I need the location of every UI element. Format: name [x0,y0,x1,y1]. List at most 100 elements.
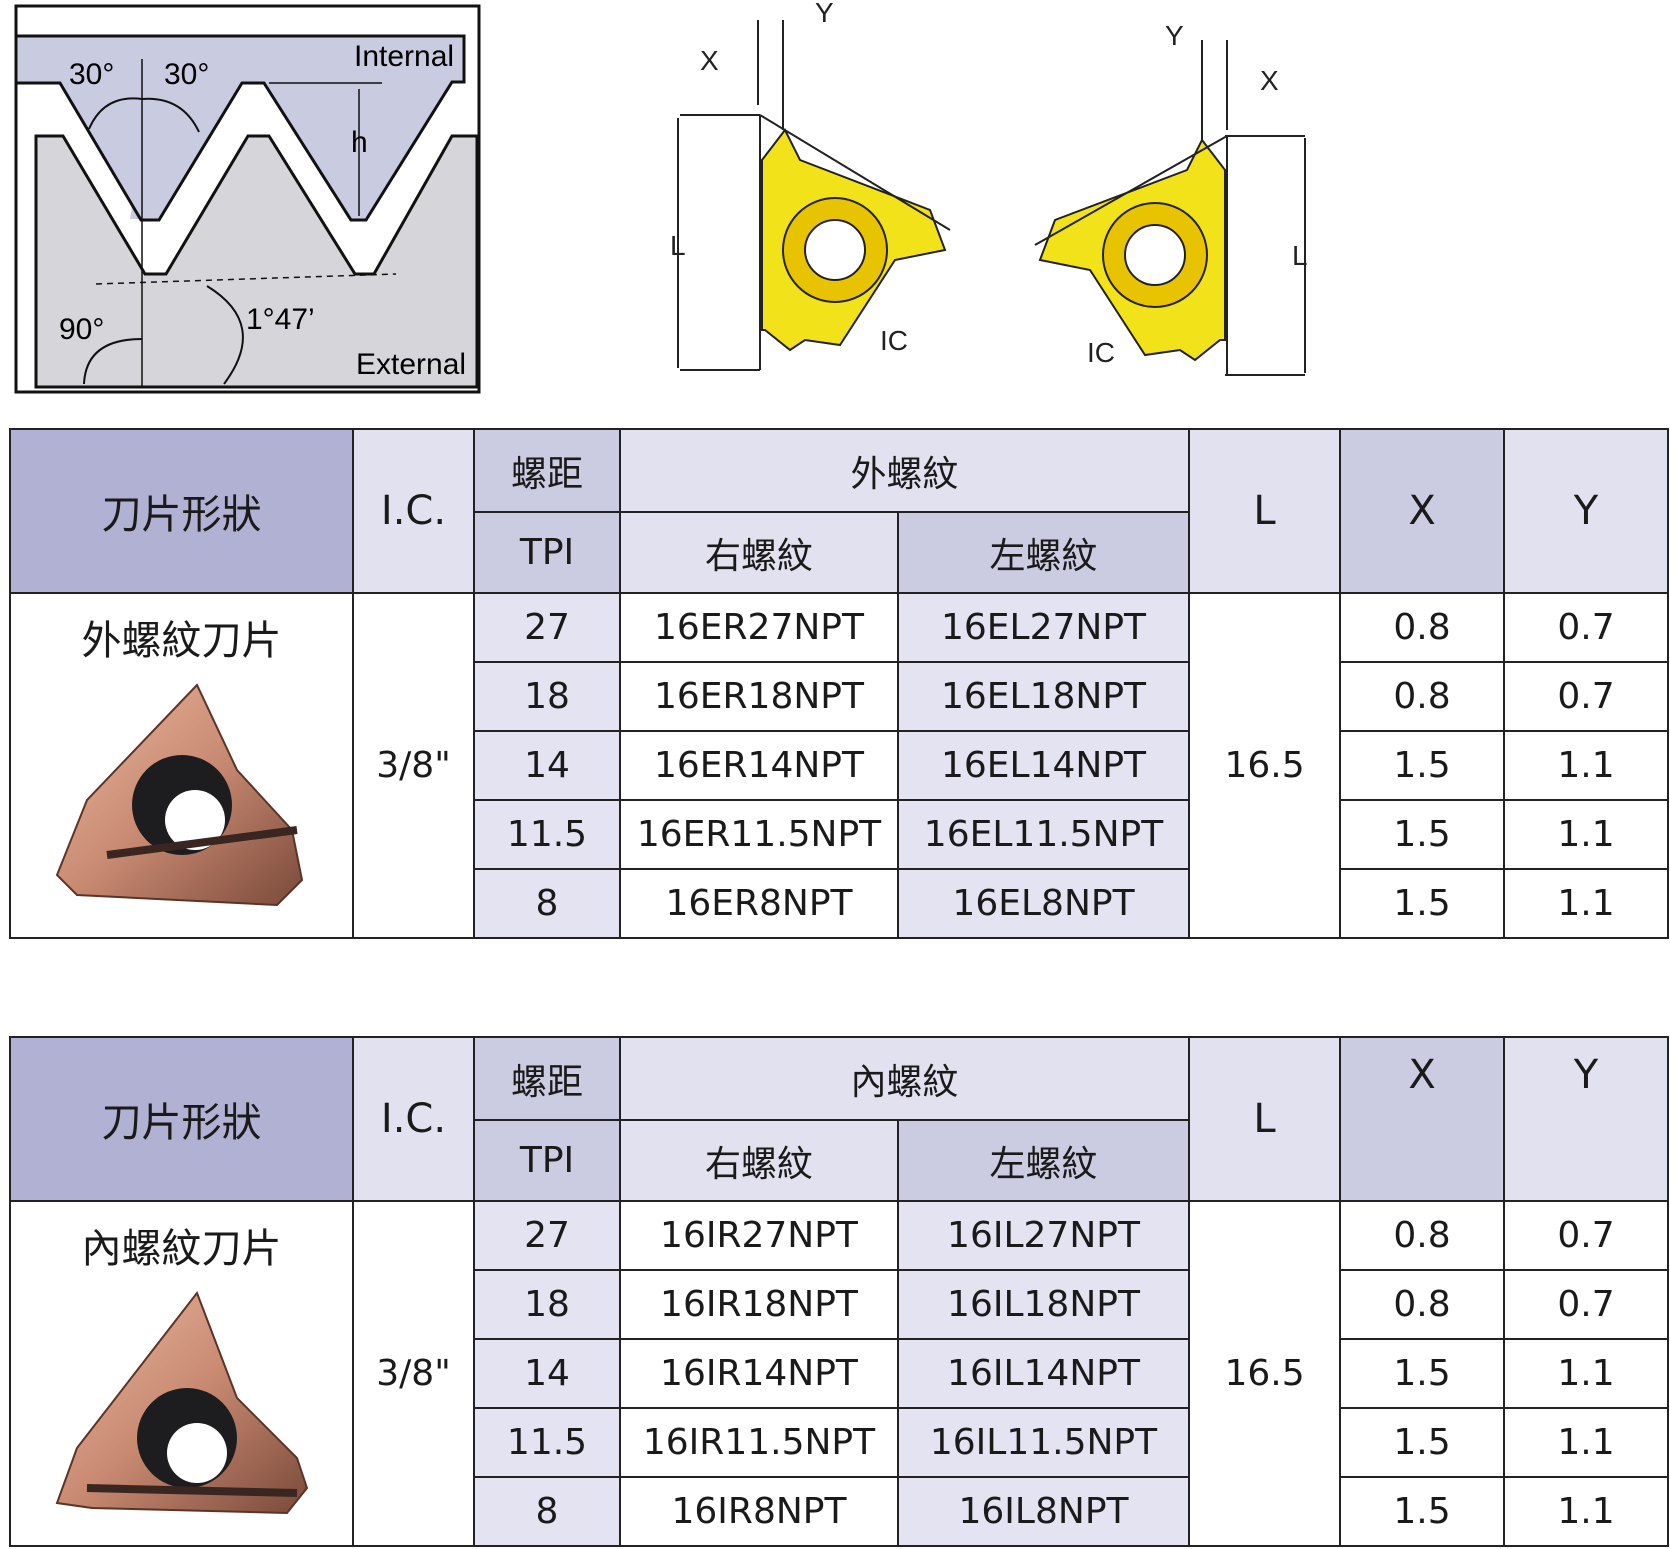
right-angle-label: 90° [59,313,104,346]
tpi-value: 14 [473,1338,621,1409]
left-hand-header: 左螺紋 [896,511,1191,594]
y-header: Y [1503,1036,1670,1202]
tpi-value: 18 [473,1269,621,1340]
y-value: 1.1 [1503,799,1670,870]
insert-photo [55,1290,308,1515]
shape-header: 刀片形狀 [9,428,354,594]
right-hand-header: 右螺紋 [619,1119,899,1202]
right-hand-part-number: 16IR18NPT [619,1269,899,1340]
external-label: External [356,348,466,381]
y-header: Y [1503,428,1670,594]
x-header: X [1339,428,1506,594]
pitch-header: 螺距 [473,428,621,513]
tpi-value: 27 [473,592,621,663]
right-hand-insert-drawing [677,20,951,371]
x-value: 0.8 [1339,1269,1506,1340]
right-hand-part-number: 16ER14NPT [619,730,899,801]
shape-header: 刀片形狀 [9,1036,354,1202]
y-label-left: Y [815,0,834,28]
left-hand-part-number: 16EL8NPT [896,868,1191,939]
left-hand-part-number: 16IL11.5NPT [896,1407,1191,1478]
x-value: 0.8 [1339,592,1506,663]
angle-left-label: 30° [69,58,114,91]
left-hand-part-number: 16EL14NPT [896,730,1191,801]
right-hand-part-number: 16IR14NPT [619,1338,899,1409]
x-value: 1.5 [1339,1476,1506,1547]
x-value: 1.5 [1339,1407,1506,1478]
l-label-right: L [1292,240,1308,271]
tpi-value: 11.5 [473,1407,621,1478]
tpi-header: TPI [473,511,621,594]
right-hand-part-number: 16IR27NPT [619,1200,899,1271]
y-value: 1.1 [1503,868,1670,939]
left-hand-part-number: 16IL8NPT [896,1476,1191,1547]
tpi-value: 14 [473,730,621,801]
internal-label: Internal [354,40,454,73]
right-hand-part-number: 16ER11.5NPT [619,799,899,870]
left-hand-part-number: 16EL18NPT [896,661,1191,732]
ic-label-right: IC [1087,337,1115,368]
height-label: h [351,126,368,159]
angle-right-label: 30° [164,58,209,91]
thread-profile-diagram: 30° 30° Internal h 90° 1°47’ External [14,4,481,394]
left-hand-insert-drawing [1034,40,1306,376]
l-header: L [1188,428,1342,594]
x-value: 1.5 [1339,799,1506,870]
y-value: 1.1 [1503,1407,1670,1478]
x-value: 0.8 [1339,661,1506,732]
shape-cell: 內螺紋刀片 [9,1200,354,1547]
shape-cell: 外螺紋刀片 [9,592,354,939]
x-label-left: X [700,45,719,76]
taper-angle-label: 1°47’ [246,303,315,336]
y-value: 1.1 [1503,1338,1670,1409]
tpi-header: TPI [473,1119,621,1202]
left-hand-part-number: 16IL27NPT [896,1200,1191,1271]
ic-value: 3/8" [352,1200,475,1547]
y-label-right: Y [1165,20,1184,51]
insert-photo [55,683,303,907]
y-value: 0.7 [1503,1200,1670,1271]
right-hand-part-number: 16ER18NPT [619,661,899,732]
pitch-header: 螺距 [473,1036,621,1121]
l-header: L [1188,1036,1342,1202]
y-value: 0.7 [1503,592,1670,663]
l-label-left: L [670,230,686,261]
l-value: 16.5 [1188,592,1342,939]
tpi-value: 27 [473,1200,621,1271]
right-hand-part-number: 16ER8NPT [619,868,899,939]
ic-header: I.C. [352,428,475,594]
x-value: 1.5 [1339,1338,1506,1409]
tpi-value: 8 [473,1476,621,1547]
right-hand-part-number: 16IR11.5NPT [619,1407,899,1478]
left-hand-part-number: 16EL11.5NPT [896,799,1191,870]
y-value: 0.7 [1503,1269,1670,1340]
internal-insert-table: 刀片形狀 I.C. 螺距 內螺紋 L X Y TPI 右螺紋 左螺紋 內螺紋刀片… [9,1036,1670,1547]
insert-dimension-diagram: L X Y IC L X Y IC [670,0,1308,376]
external-insert-table: 刀片形狀 I.C. 螺距 外螺紋 L X Y TPI 右螺紋 左螺紋 外螺紋刀片… [9,428,1670,939]
y-value: 1.1 [1503,730,1670,801]
left-hand-header: 左螺紋 [896,1119,1191,1202]
shape-title: 外螺紋刀片 [81,618,282,664]
tpi-value: 18 [473,661,621,732]
x-label-right: X [1260,65,1279,96]
right-hand-part-number: 16ER27NPT [619,592,899,663]
ic-header: I.C. [352,1036,475,1202]
x-value: 1.5 [1339,868,1506,939]
l-value: 16.5 [1188,1200,1342,1547]
shape-title: 內螺紋刀片 [81,1226,282,1272]
ic-value: 3/8" [352,592,475,939]
left-hand-part-number: 16IL14NPT [896,1338,1191,1409]
x-header: X [1339,1036,1506,1202]
ic-label-left: IC [880,325,908,356]
tpi-value: 8 [473,868,621,939]
right-hand-part-number: 16IR8NPT [619,1476,899,1547]
right-hand-header: 右螺紋 [619,511,899,594]
